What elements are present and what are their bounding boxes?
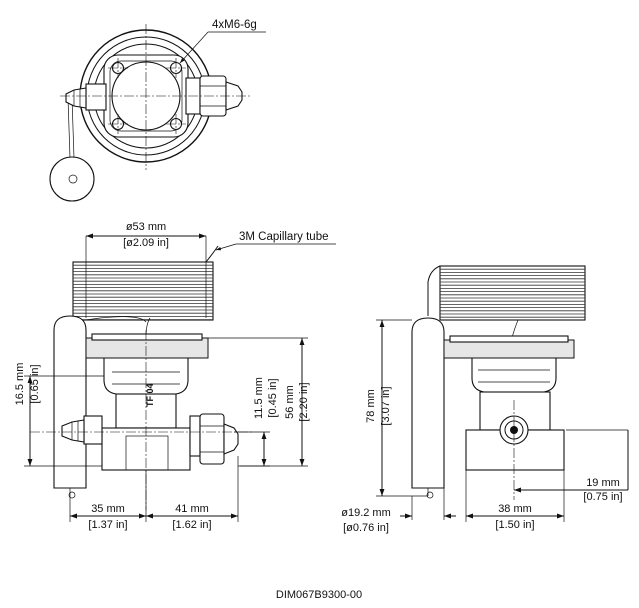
outlet-nozzle [223, 423, 239, 455]
side-view: 78 mm [3.07 in] 19 mm [0.75 in] ø19.2 mm… [341, 265, 629, 534]
side-bulb-housing [411, 317, 445, 489]
sensing-bulb-top [49, 156, 95, 202]
thread-leader [179, 31, 209, 64]
front-view: TF 04 ø53 mm [ø2.09 in] 3M Capillary tub… [14, 221, 336, 531]
dim-41-mm: 41 mm [175, 503, 209, 515]
coil-ribs [73, 264, 213, 321]
thread-callout: 4xM6-6g [212, 19, 257, 31]
side-capillary [427, 265, 441, 316]
side-flange [443, 339, 575, 359]
sensing-bulb-hole [68, 174, 78, 184]
dim-38-mm: 38 mm [498, 503, 532, 515]
dim-diameter-in: [ø2.09 in] [123, 237, 169, 249]
capillary-label: 3M Capillary tube [239, 231, 328, 243]
bulb-string-2 [71, 97, 75, 159]
dim-19-2-in: [ø0.76 in] [343, 522, 389, 534]
drawing-number: DIM067B9300-00 [276, 589, 362, 601]
side-bulb-coil [439, 265, 586, 321]
outlet-base [189, 415, 201, 457]
dim-19-2-mm: ø19.2 mm [341, 507, 391, 519]
dim-diameter-mm: ø53 mm [126, 221, 166, 233]
diaphragm-flange [85, 337, 209, 359]
dim-19-in: [0.75 in] [583, 491, 622, 503]
outlet-hex [199, 413, 225, 465]
dim-16-5-in: [0.65 in] [29, 364, 41, 403]
dim-38-in: [1.50 in] [495, 519, 534, 531]
dim-78-in: [3.07 in] [380, 386, 392, 425]
dim-19-mm: 19 mm [586, 477, 620, 489]
inlet-hex [83, 415, 103, 445]
left-fitting-hex [85, 83, 107, 111]
side-coil-ribs [440, 268, 585, 318]
dim-16-5-mm: 16.5 mm [14, 363, 26, 406]
dim-11-5-mm: 11.5 mm [253, 377, 265, 419]
bulb-string [67, 97, 71, 159]
dim-41-in: [1.62 in] [172, 519, 211, 531]
side-lower-body [465, 429, 565, 471]
top-view: 4xM6-6g [49, 19, 266, 202]
side-neck [471, 357, 557, 393]
dim-35-in: [1.37 in] [88, 519, 127, 531]
dim-35-mm: 35 mm [91, 503, 125, 515]
dim-56-mm: 56 mm [284, 385, 296, 419]
left-fitting-nozzle [65, 87, 87, 109]
bulb-housing [53, 315, 87, 489]
body-marking: TF 04 [145, 383, 155, 407]
dim-11-5-in: [0.45 in] [267, 378, 279, 417]
dim-78-mm: 78 mm [365, 389, 377, 423]
dim-56-in: [2.20 in] [298, 382, 310, 421]
capillary-tube [205, 245, 219, 263]
